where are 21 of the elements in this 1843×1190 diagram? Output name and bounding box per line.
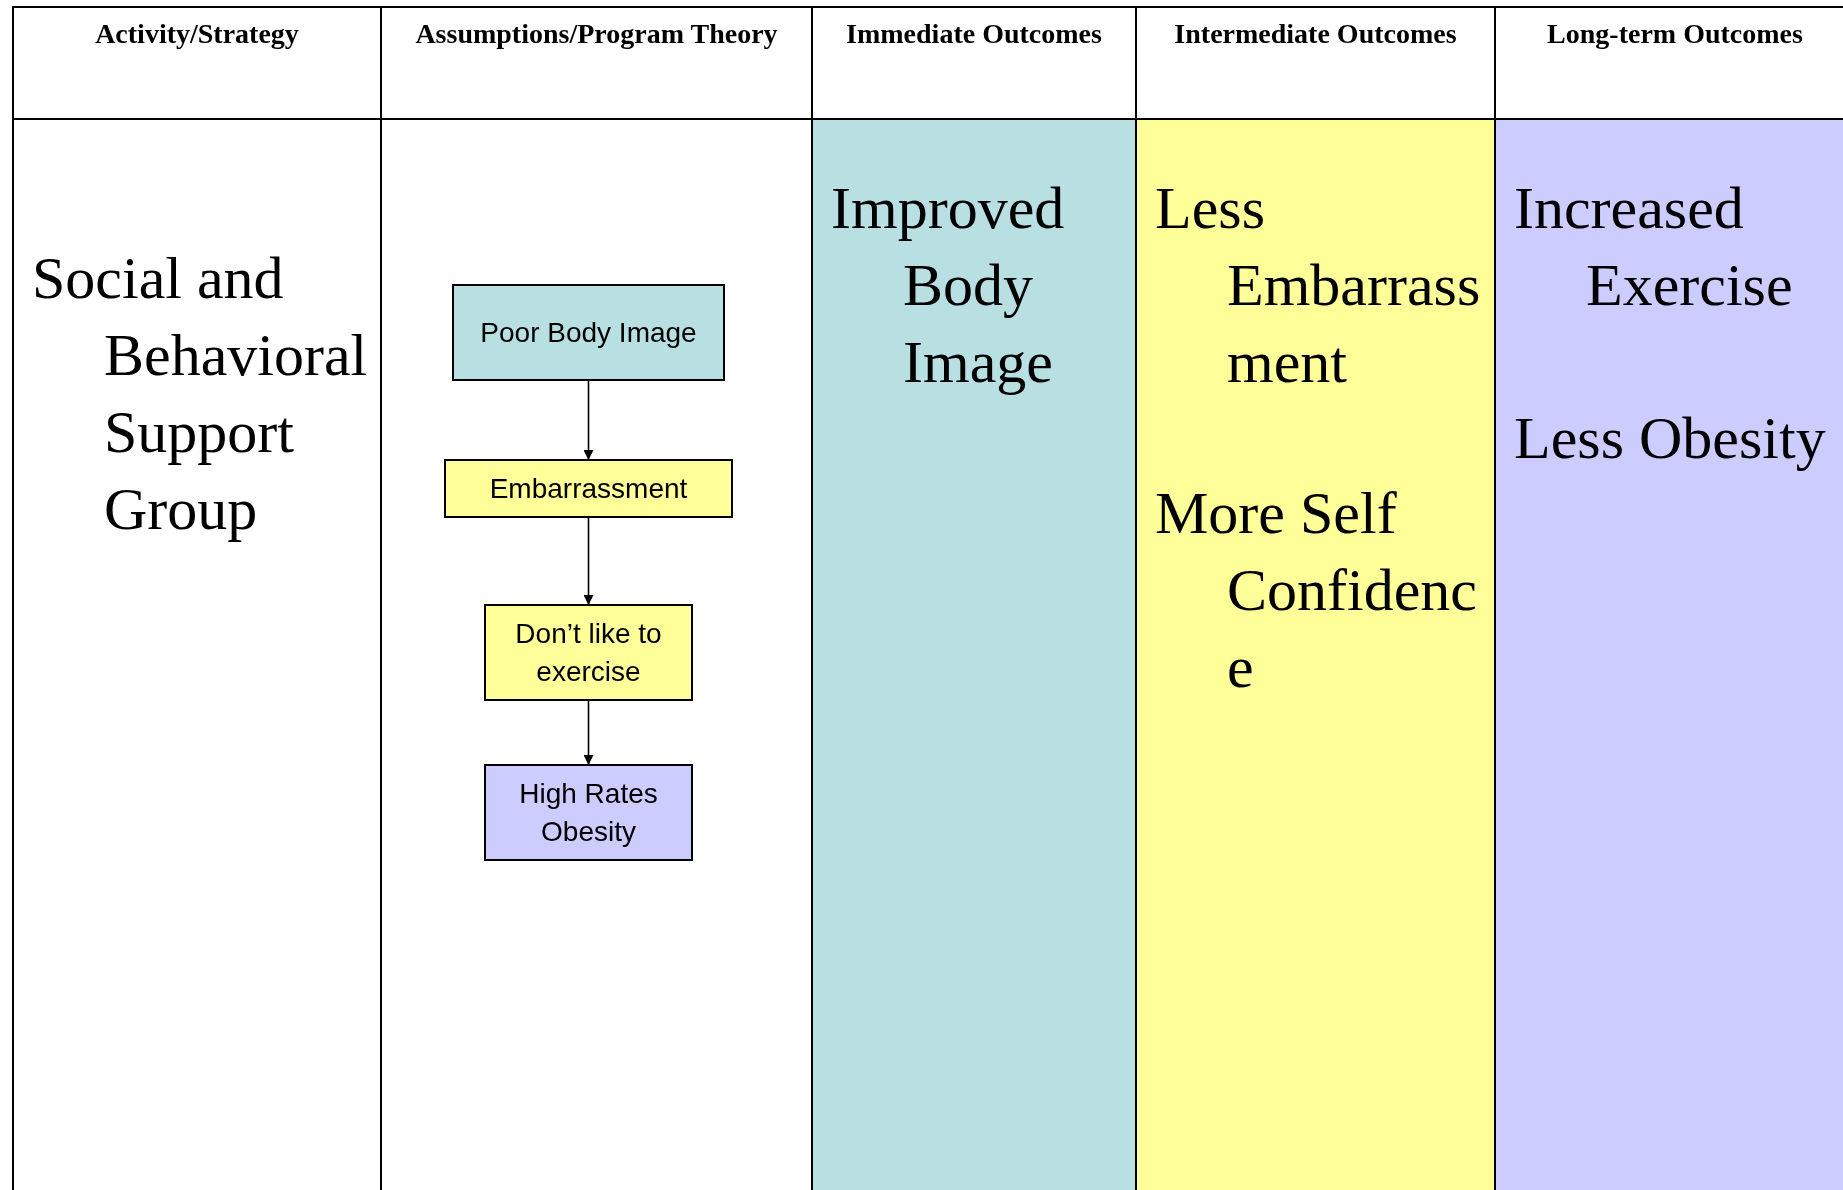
column-text: Improved Body Image	[831, 174, 1066, 397]
flow-box: High Rates Obesity	[484, 764, 693, 861]
column-text: More Self Confidence	[1155, 479, 1478, 702]
arrow	[583, 700, 594, 765]
arrow	[583, 380, 594, 460]
column-heading: Immediate Outcomes	[813, 8, 1135, 120]
flow-box: Poor Body Image	[452, 284, 725, 381]
flow-box: Embarrassment	[444, 459, 733, 518]
column-text: Increased Exercise	[1514, 174, 1794, 320]
column-band	[380, 6, 811, 1190]
column-heading: Long-term Outcomes	[1496, 8, 1843, 120]
flow-box: Don’t like to exercise	[484, 604, 693, 701]
column-band	[1494, 6, 1843, 1190]
column-text: Social and Behavioral Support Group	[32, 244, 369, 544]
column-text: Less Obesity	[1514, 404, 1827, 473]
column-band	[1135, 6, 1494, 1190]
column-text: Less Embarrassment	[1155, 174, 1482, 397]
column-heading: Intermediate Outcomes	[1137, 8, 1494, 120]
column-band	[12, 6, 380, 1190]
column-band	[811, 6, 1135, 1190]
arrow	[583, 517, 594, 605]
